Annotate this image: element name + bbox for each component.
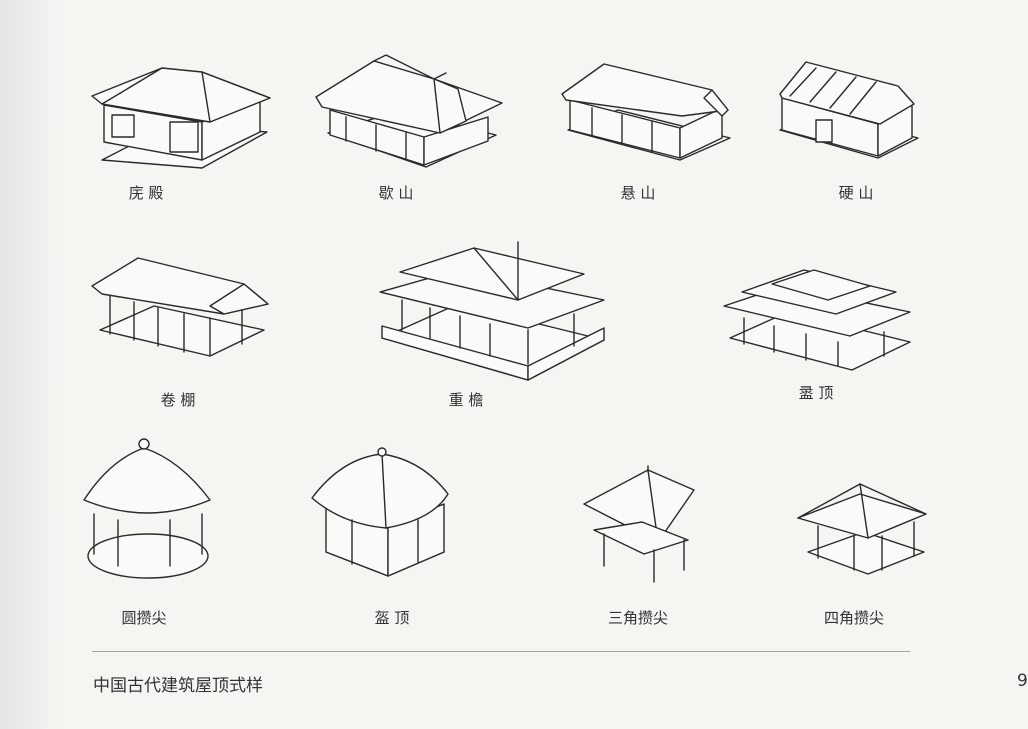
figure-caption: 中国古代建筑屋顶式样 bbox=[93, 676, 263, 696]
roof-style-label: 卷 棚 bbox=[160, 391, 196, 409]
gable-hip-roof-illustration bbox=[315, 54, 506, 175]
caption-divider bbox=[92, 651, 910, 652]
hip-roof-illustration bbox=[91, 60, 277, 170]
triangular-pyramidal-roof-illustration bbox=[583, 465, 699, 586]
roof-style-label: 歇 山 bbox=[378, 184, 414, 202]
roof-style-label: 三角攒尖 bbox=[607, 609, 669, 627]
double-eave-roof-illustration bbox=[378, 238, 608, 386]
roof-style-label: 硬 山 bbox=[838, 184, 874, 202]
flat-top-hip-roof-illustration bbox=[723, 262, 914, 372]
roof-style-label: 庑 殿 bbox=[128, 184, 164, 202]
roof-style-label: 重 檐 bbox=[448, 391, 484, 409]
page-gutter-shadow bbox=[0, 0, 60, 729]
square-pyramidal-roof-illustration bbox=[797, 478, 928, 578]
roof-style-label: 四角攒尖 bbox=[823, 609, 885, 627]
roof-style-label: 盝 顶 bbox=[798, 384, 834, 402]
overhanging-gable-roof-illustration bbox=[561, 60, 732, 165]
roof-style-label: 悬 山 bbox=[620, 184, 656, 202]
roof-style-label: 盔 顶 bbox=[374, 609, 410, 627]
flush-gable-roof-illustration bbox=[776, 58, 921, 163]
roof-style-label: 圆攒尖 bbox=[121, 609, 167, 627]
rolled-roof-illustration bbox=[91, 252, 272, 362]
round-pyramidal-roof-illustration bbox=[80, 436, 215, 586]
page-number: 9 bbox=[1017, 671, 1028, 691]
helmet-roof-illustration bbox=[311, 447, 452, 588]
